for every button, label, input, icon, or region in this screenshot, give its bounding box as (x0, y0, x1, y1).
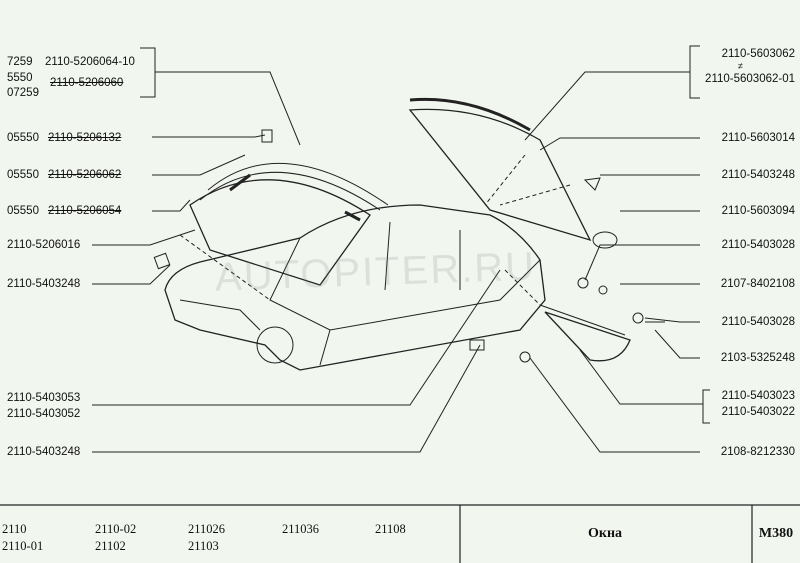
part-label: 2110-5206064-10 (45, 56, 135, 68)
model-label: 21102 (95, 539, 126, 553)
part-label: 2110-5206132 (48, 132, 122, 144)
part-label: 2110-5403023 (721, 390, 795, 402)
model-label: 2110 (2, 522, 27, 536)
diagram-title: Окна (587, 526, 623, 541)
model-label: 211026 (188, 522, 226, 536)
part-label: 2108-8212330 (720, 446, 795, 458)
part-label: 2110-5206054 (48, 205, 122, 217)
model-label: 21108 (375, 522, 406, 536)
code-label: 05550 (7, 132, 39, 144)
part-label: 2110-5206060 (50, 77, 124, 89)
part-label: 2110-5403028 (721, 316, 795, 328)
part-label: 2107-8402108 (720, 278, 795, 290)
diagram-code: M380 (758, 526, 794, 541)
part-label: 2110-5403052 (7, 408, 81, 420)
model-label: 2110-02 (95, 522, 137, 536)
part-label: 2110-5403248 (7, 278, 81, 290)
part-label: 2110-5206062 (48, 169, 122, 181)
part-label: 2110-5603062-01 (705, 73, 795, 85)
part-label: 2103-5325248 (720, 352, 795, 364)
part-label: 2110-5403053 (7, 392, 81, 404)
code-07259: 07259 (7, 87, 39, 99)
part-label: 2110-5603014 (721, 132, 795, 144)
part-label: 2110-5603094 (721, 205, 795, 217)
code-5550: 5550 (7, 72, 33, 84)
part-label: 2110-5603062 (721, 48, 795, 60)
part-label: 2110-5403028 (721, 239, 795, 251)
code-label: 05550 (7, 169, 39, 181)
not-equal-symbol: ≠ (738, 61, 743, 71)
model-label: 21103 (188, 539, 219, 553)
part-label: 2110-5403248 (7, 446, 81, 458)
model-label: 211036 (282, 522, 320, 536)
part-label: 2110-5206016 (7, 239, 81, 251)
code-7259: 7259 (7, 56, 33, 68)
code-label: 05550 (7, 205, 39, 217)
part-label: 2110-5403248 (721, 169, 795, 181)
part-label: 2110-5403022 (721, 406, 795, 418)
model-label: 2110-01 (2, 539, 44, 553)
